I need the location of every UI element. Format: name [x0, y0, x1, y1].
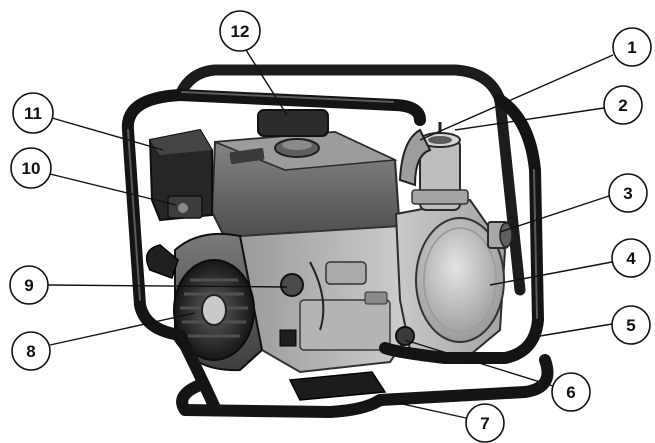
callout-12: 12	[219, 10, 261, 52]
recoil-starter	[145, 232, 297, 372]
callout-8: 8	[11, 331, 51, 371]
callout-2: 2	[603, 85, 643, 125]
inlet-port	[487, 221, 513, 249]
callout-5: 5	[611, 305, 651, 345]
starter-handle	[145, 244, 179, 279]
leader-line-10	[49, 173, 177, 206]
callout-7: 7	[465, 403, 505, 443]
callout-label-4: 4	[626, 249, 636, 268]
pump-housing	[394, 122, 513, 357]
callout-label-5: 5	[626, 316, 635, 335]
callout-11: 11	[12, 92, 54, 134]
drain-plug	[395, 326, 415, 346]
leader-line-6	[404, 339, 554, 387]
frame-highlight	[127, 91, 538, 319]
callout-10: 10	[10, 147, 52, 189]
callout-label-10: 10	[22, 159, 41, 178]
callout-label-11: 11	[24, 104, 42, 123]
leader-line-2	[454, 107, 605, 131]
leader-line-12	[245, 49, 288, 116]
callout-3: 3	[608, 173, 648, 213]
callout-label-3: 3	[623, 184, 632, 203]
pump-illustration	[121, 64, 554, 418]
callout-label-7: 7	[480, 414, 489, 433]
callout-label-1: 1	[627, 38, 636, 57]
callout-4: 4	[611, 238, 651, 278]
fuel-tank	[210, 130, 402, 246]
leader-line-8	[49, 312, 196, 346]
leader-lines	[47, 49, 614, 419]
air-filter	[148, 128, 213, 222]
callout-label-9: 9	[24, 276, 33, 295]
leader-line-4	[489, 261, 613, 286]
callout-label-8: 8	[26, 342, 35, 361]
callout-9: 9	[9, 265, 49, 305]
callouts: 1 2 3 4 5 6 7 8	[9, 10, 652, 443]
pump-face	[415, 217, 505, 343]
base-plate	[288, 371, 387, 401]
callout-1: 1	[612, 27, 652, 67]
callout-label-2: 2	[618, 96, 627, 115]
callout-label-12: 12	[231, 22, 250, 41]
leader-line-9	[47, 284, 288, 288]
leader-line-7	[374, 397, 467, 419]
muffler	[257, 109, 329, 137]
callout-label-6: 6	[566, 383, 575, 402]
leader-line-3	[499, 195, 610, 233]
leader-line-5	[539, 323, 613, 337]
carburetor	[280, 273, 304, 297]
callout-6: 6	[551, 372, 591, 412]
leader-line-11	[51, 117, 164, 151]
leader-line-1	[419, 54, 614, 141]
priming-elbow	[398, 128, 432, 187]
